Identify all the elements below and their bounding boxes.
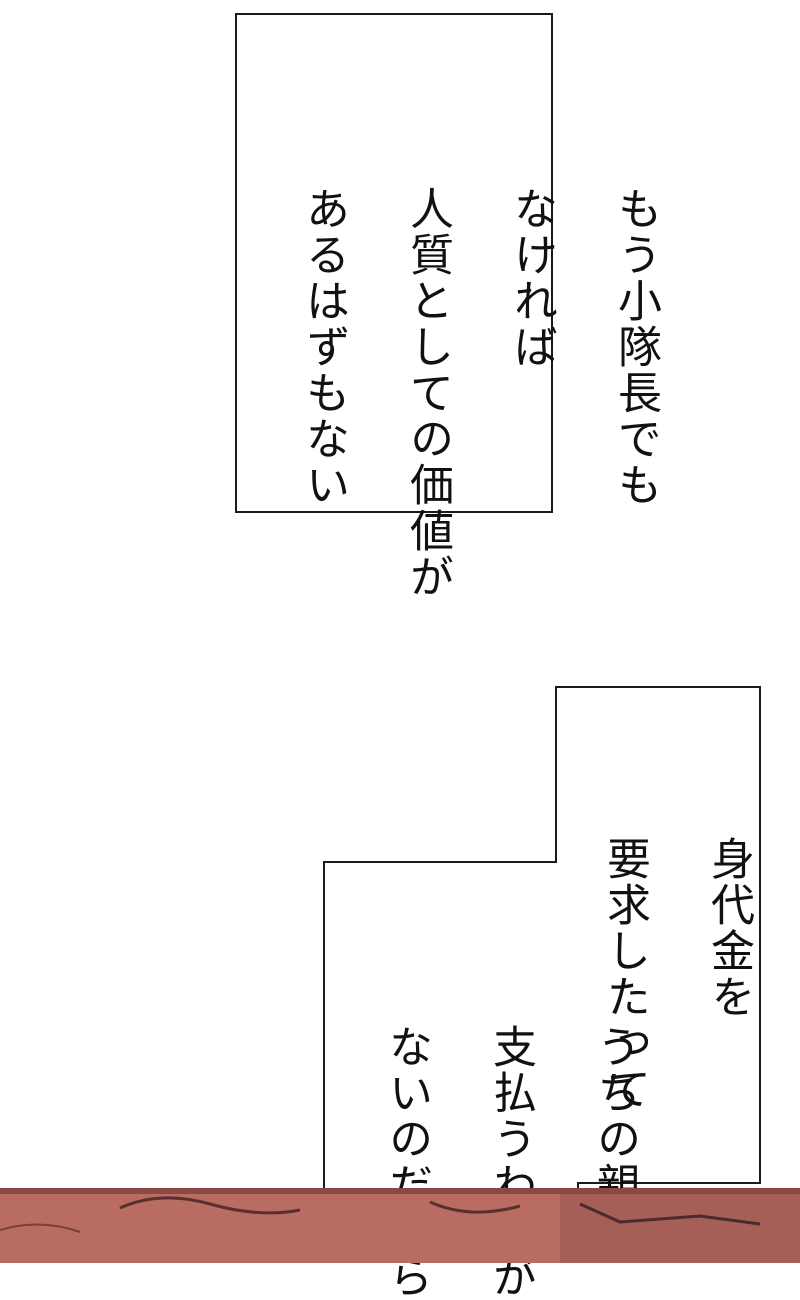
narration-text-right: 身代金を 要求したって [598,730,800,1112]
background-scene-strip [0,1180,800,1263]
narration-line: もう小隊長でも [610,186,661,508]
narration-line: なければ [506,186,557,370]
narration-text-top: もう小隊長でも なければ 人質としての価値が あるはずもない [297,80,713,600]
narration-box-top [235,13,553,513]
scene-illustration [0,1188,800,1263]
narration-line: 人質としての価値が [402,186,453,600]
narration-line: 要求したって [599,836,650,1112]
narration-line: あるはずもない [298,186,349,508]
narration-line: 身代金を [703,836,754,1020]
